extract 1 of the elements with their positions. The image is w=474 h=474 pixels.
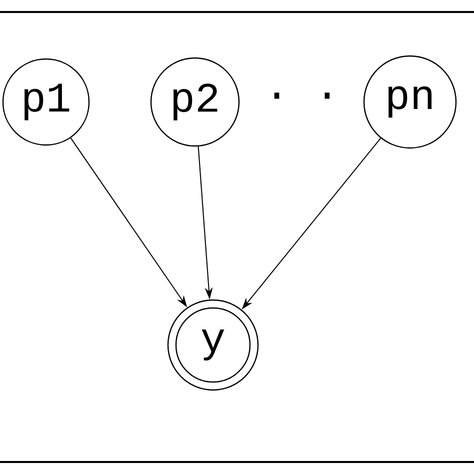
ellipsis-label: · · (274, 92, 330, 99)
